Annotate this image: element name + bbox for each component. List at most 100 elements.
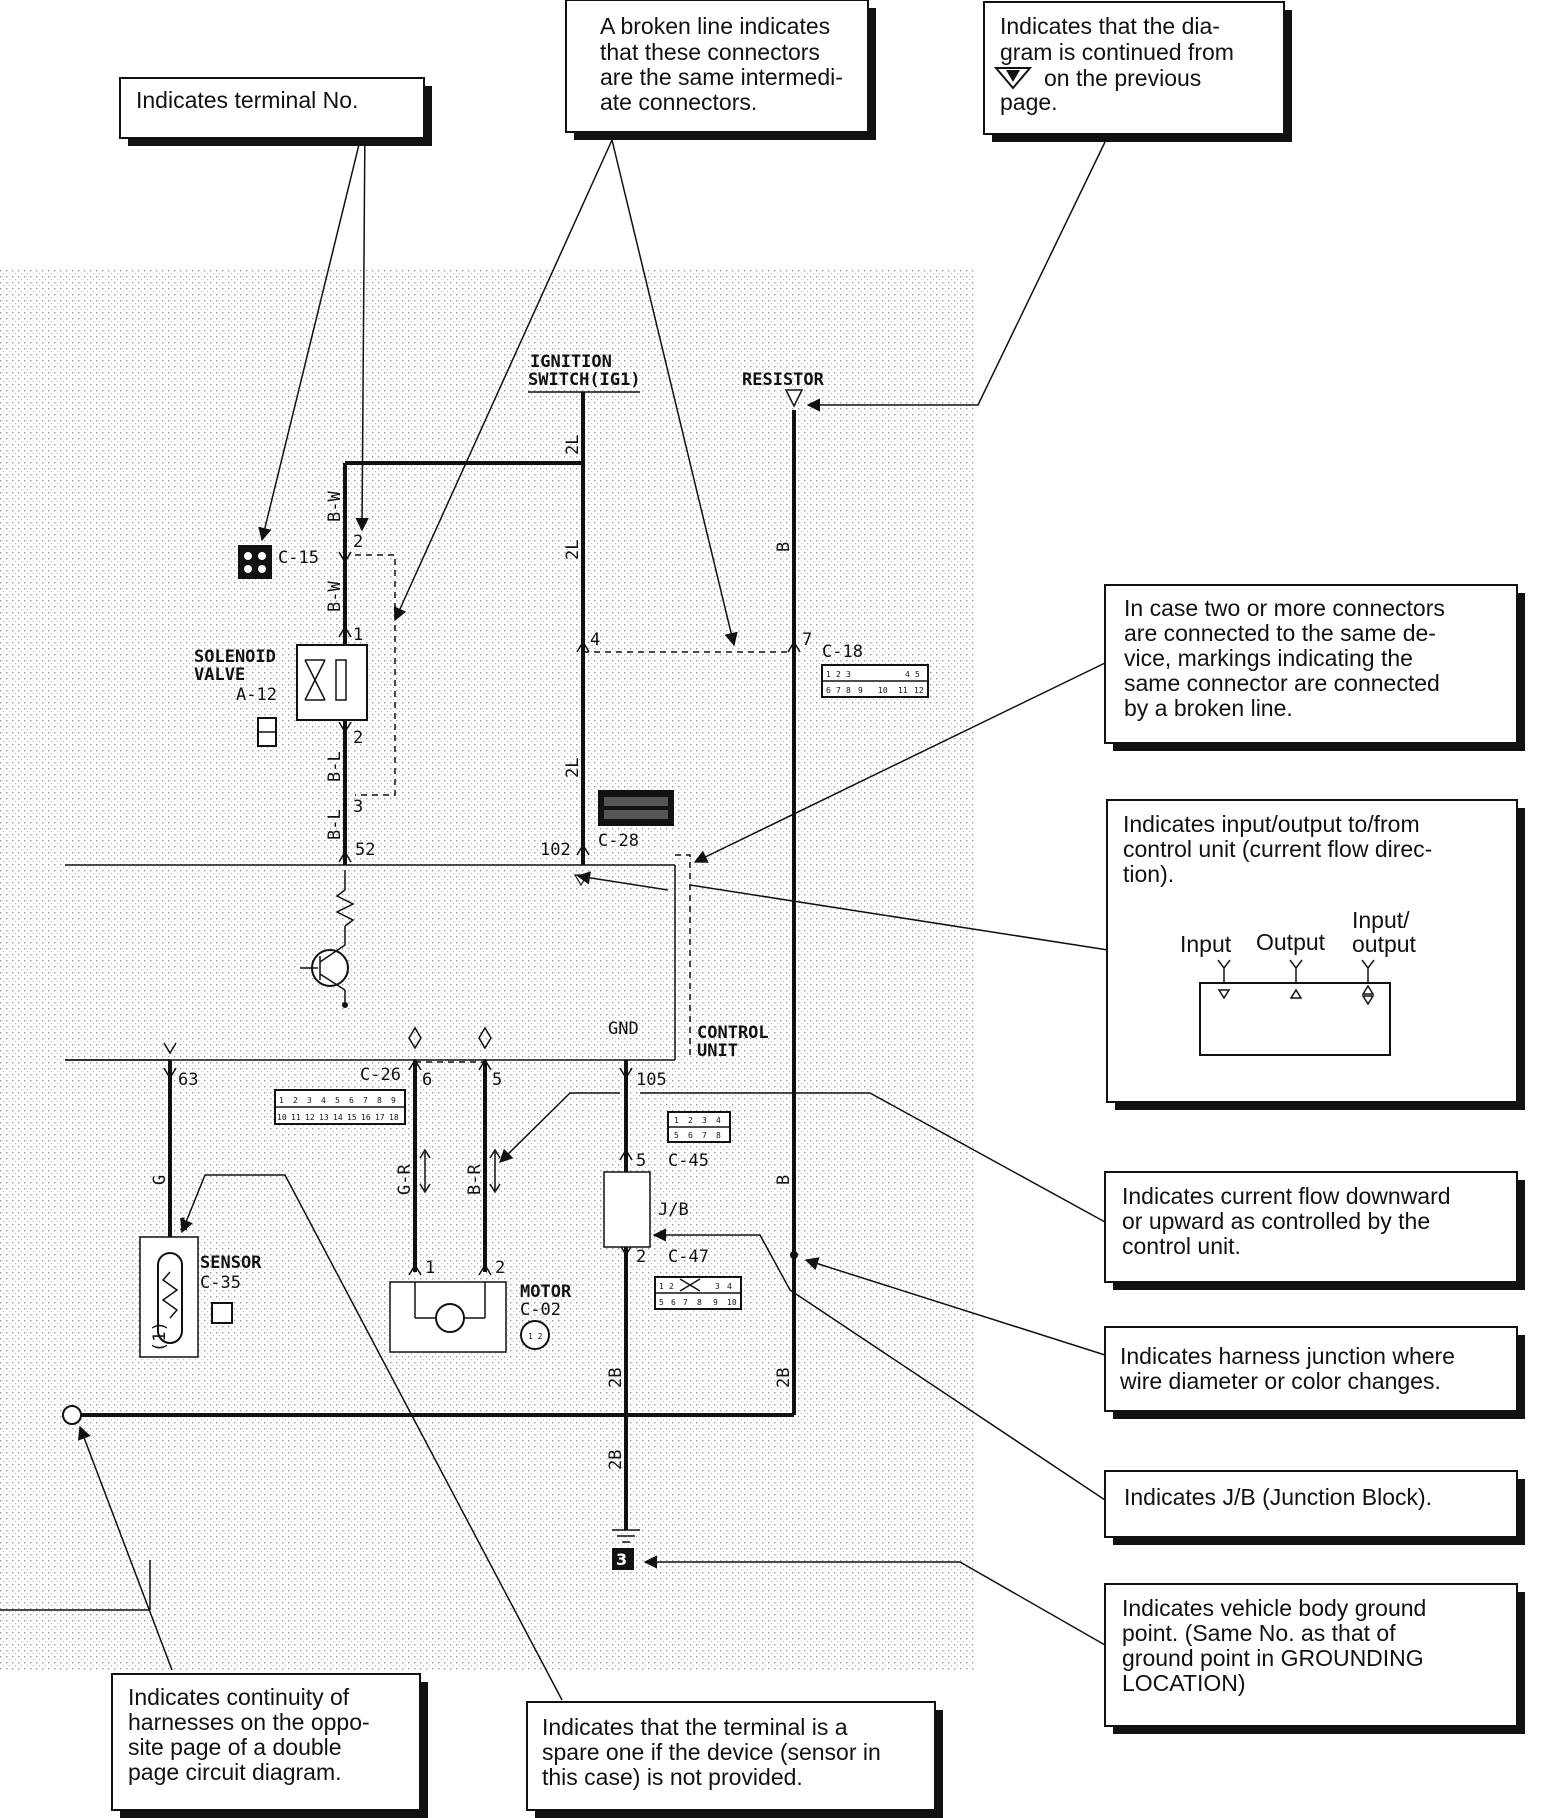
- control-unit-label-2: UNIT: [697, 1041, 738, 1061]
- current-flow-markers: [163, 1026, 501, 1194]
- terminal-2-low: 2: [353, 728, 363, 748]
- svg-text:10: 10: [878, 686, 888, 695]
- callout-continuity: Indicates continuity of harnesses on the…: [111, 1673, 428, 1818]
- wire-BW-top: B-W: [325, 491, 345, 522]
- svg-text:3: 3: [702, 1116, 707, 1125]
- diagram-labels: IGNITION SWITCH(IG1) RESISTOR SOLENOID V…: [194, 352, 863, 1569]
- c47-label: C-47: [668, 1247, 709, 1267]
- svg-text:8: 8: [377, 1096, 382, 1105]
- svg-text:control unit (current flow dir: control unit (current flow direc-: [1123, 836, 1432, 862]
- c45-connector-icon: [667, 1111, 731, 1143]
- callout-harness-junction: Indicates harness junction where wire di…: [1104, 1326, 1525, 1419]
- terminal-52: 52: [355, 840, 375, 860]
- terminal-4: 4: [590, 630, 600, 650]
- svg-text:this case) is not provided.: this case) is not provided.: [542, 1764, 803, 1790]
- svg-text:are the same intermedi-: are the same intermedi-: [600, 64, 843, 90]
- ignition-label-2: SWITCH(IG1): [528, 370, 641, 390]
- terminal-6: 6: [422, 1070, 432, 1090]
- wire-2L-low: 2L: [563, 758, 583, 778]
- motor-terminal-1: 1: [425, 1258, 435, 1278]
- c18-label: C-18: [822, 642, 863, 662]
- svg-text:2: 2: [293, 1096, 298, 1105]
- wires: [0, 391, 870, 1611]
- svg-text:4: 4: [321, 1096, 326, 1105]
- svg-text:same connector are connected: same connector are connected: [1124, 670, 1440, 696]
- c45-pin-numbers: 1 2 3 4 5 6 7 8: [674, 1116, 721, 1140]
- callout-terminal-no: Indicates terminal No.: [119, 77, 432, 146]
- svg-text:point. (Same No. as that of: point. (Same No. as that of: [1122, 1620, 1396, 1646]
- svg-text:14: 14: [333, 1113, 343, 1122]
- svg-text:13: 13: [319, 1113, 329, 1122]
- diagram-background: [0, 270, 975, 1670]
- terminal-numbers: 2 1 2 3 52 4 7 102 63 6 5 105 1 2 1 5 2: [178, 532, 812, 1278]
- wire-BR: B-R: [465, 1164, 485, 1195]
- svg-text:Indicates J/B (Junction Block): Indicates J/B (Junction Block).: [1124, 1484, 1432, 1510]
- svg-text:9: 9: [858, 686, 863, 695]
- wire-2B-b: 2B: [774, 1368, 794, 1388]
- svg-text:Indicates continuity of: Indicates continuity of: [128, 1684, 350, 1710]
- ground-number: 3: [616, 1550, 627, 1569]
- svg-text:5: 5: [915, 670, 920, 679]
- wire-BL-low: B-L: [325, 809, 345, 840]
- motor-pin-text: 1 2: [528, 1332, 543, 1341]
- terminal-7: 7: [802, 630, 812, 650]
- callout-current-flow: Indicates current flow downward or upwar…: [1104, 1171, 1525, 1290]
- callout-two-connectors: In case two or more connectors are conne…: [1104, 584, 1525, 751]
- svg-text:11: 11: [898, 686, 908, 695]
- svg-text:11: 11: [291, 1113, 301, 1122]
- c26-connector-icon: [274, 1089, 406, 1125]
- svg-text:15: 15: [347, 1113, 357, 1122]
- motor-connector-label: C-02: [520, 1300, 561, 1320]
- svg-text:Input/: Input/: [1352, 907, 1410, 933]
- svg-text:17: 17: [375, 1113, 385, 1122]
- svg-text:8: 8: [716, 1131, 721, 1140]
- svg-text:7: 7: [683, 1298, 688, 1307]
- solenoid-valve: [296, 644, 368, 721]
- terminal-102: 102: [540, 840, 571, 860]
- svg-text:A broken line indicates: A broken line indicates: [600, 13, 830, 39]
- control-unit-label-1: CONTROL: [697, 1023, 769, 1043]
- terminal-105: 105: [636, 1070, 667, 1090]
- svg-text:3: 3: [846, 670, 851, 679]
- svg-text:6: 6: [688, 1131, 693, 1140]
- resistor-label: RESISTOR: [742, 370, 825, 390]
- svg-text:4: 4: [905, 670, 910, 679]
- motor-label: MOTOR: [520, 1282, 572, 1302]
- wire-BL-mid: B-L: [325, 751, 345, 782]
- callout-input-output: Indicates input/output to/from control u…: [1106, 799, 1525, 1110]
- svg-text:Indicates current flow downwar: Indicates current flow downward: [1122, 1183, 1451, 1209]
- svg-text:harnesses on the oppo-: harnesses on the oppo-: [128, 1709, 370, 1735]
- motor: [389, 1281, 550, 1353]
- wire-B-low: B: [774, 1175, 794, 1185]
- svg-text:In case two or more connectors: In case two or more connectors: [1124, 595, 1445, 621]
- spare-terminal-mark: (1): [150, 1321, 170, 1352]
- svg-text:7: 7: [702, 1131, 707, 1140]
- wire-BW-mid: B-W: [325, 581, 345, 612]
- svg-text:6: 6: [826, 686, 831, 695]
- svg-text:or upward as controlled by the: or upward as controlled by the: [1122, 1208, 1430, 1234]
- solenoid-label-1: SOLENOID: [194, 647, 276, 667]
- wire-GR: G-R: [395, 1164, 415, 1195]
- wire-G: G: [150, 1175, 170, 1185]
- svg-text:1: 1: [826, 670, 831, 679]
- svg-text:6: 6: [671, 1298, 676, 1307]
- terminal-3: 3: [353, 797, 363, 817]
- c28-label: C-28: [598, 831, 639, 851]
- svg-text:2: 2: [669, 1282, 674, 1291]
- svg-text:vice, markings indicating the: vice, markings indicating the: [1124, 645, 1413, 671]
- svg-text:Indicates harness junction whe: Indicates harness junction where: [1120, 1343, 1455, 1369]
- svg-text:Indicates that the terminal is: Indicates that the terminal is a: [542, 1714, 848, 1740]
- wire-B-top: B: [774, 542, 794, 552]
- a12-connector-icon: [257, 717, 277, 747]
- callout-jb: Indicates J/B (Junction Block).: [1104, 1470, 1525, 1545]
- terminal-1: 1: [353, 625, 363, 645]
- svg-text:18: 18: [389, 1113, 399, 1122]
- svg-text:6: 6: [349, 1096, 354, 1105]
- svg-text:4: 4: [716, 1116, 721, 1125]
- svg-text:10: 10: [277, 1113, 287, 1122]
- sensor-connector-label: C-35: [200, 1273, 241, 1293]
- svg-text:7: 7: [363, 1096, 368, 1105]
- svg-text:8: 8: [697, 1298, 702, 1307]
- terminal-5: 5: [492, 1070, 502, 1090]
